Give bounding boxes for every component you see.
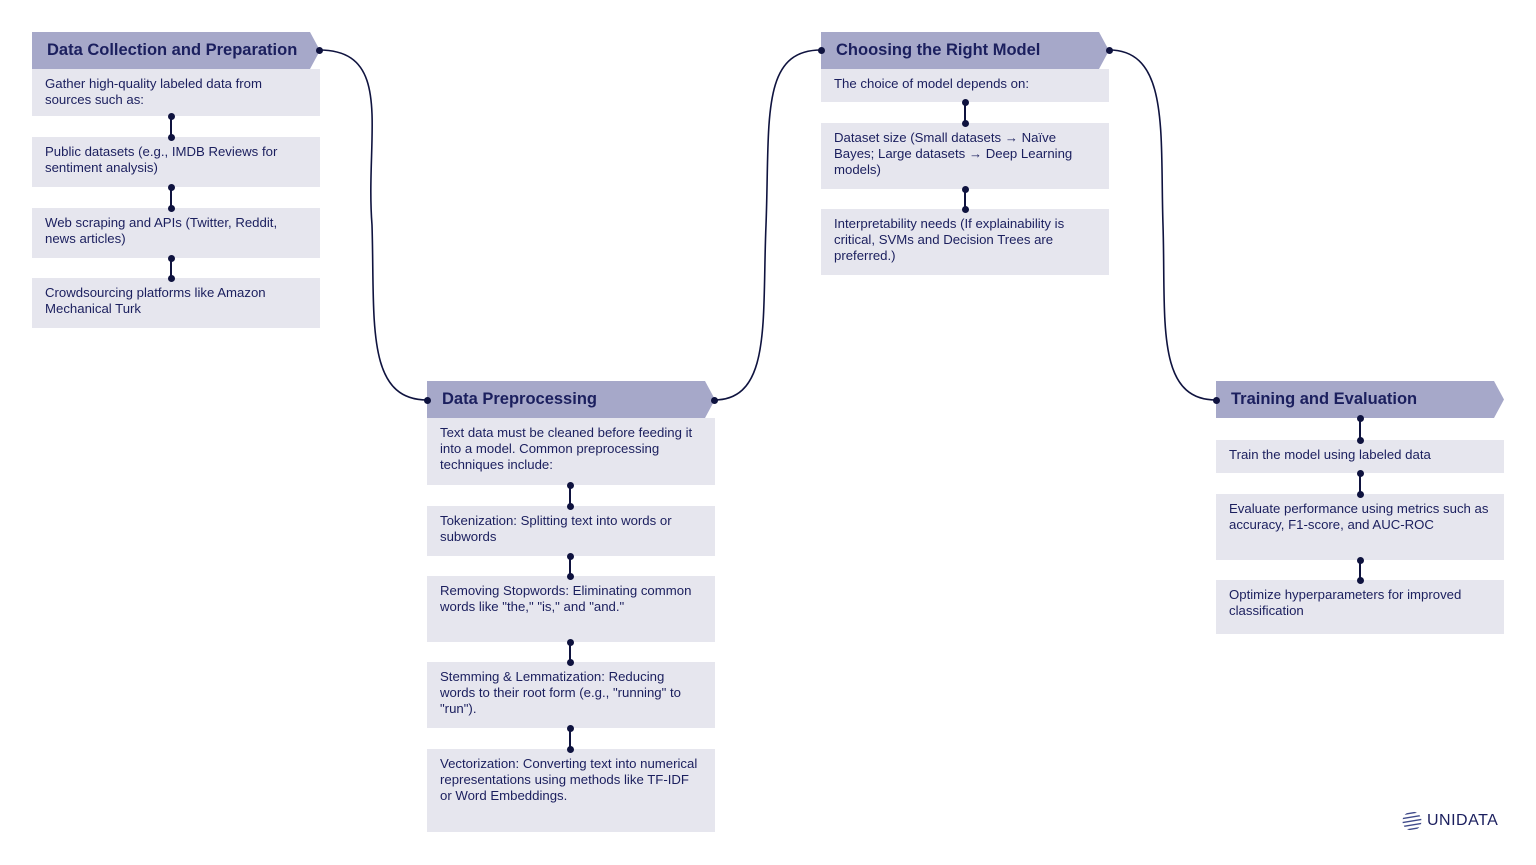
step-box: Train the model using labeled data (1216, 440, 1504, 473)
connector-dot (1356, 469, 1364, 477)
connector-line (1359, 560, 1361, 580)
connector-line (964, 102, 966, 123)
connector-dot (961, 205, 969, 213)
step-box: Crowdsourcing platforms like Amazon Mech… (32, 278, 320, 328)
step-box: Interpretability needs (If explainabilit… (821, 209, 1109, 275)
step-box: Public datasets (e.g., IMDB Reviews for … (32, 137, 320, 187)
step-header-data-preprocessing: Data Preprocessing (427, 381, 715, 418)
connector-dot (1356, 556, 1364, 564)
connector-dot (566, 481, 574, 489)
step-box: Text data must be cleaned before feeding… (427, 418, 715, 485)
curve-endpoint-dot (710, 396, 718, 404)
curve-endpoint-dot (817, 46, 825, 54)
curve-step1-to-step2 (318, 49, 428, 401)
step-header-choosing-model: Choosing the Right Model (821, 32, 1109, 69)
connector-dot (1356, 414, 1364, 422)
unidata-logo: UNIDATA (1402, 811, 1498, 831)
connector-dot (961, 185, 969, 193)
connector-line (569, 485, 571, 506)
globe-stripes-icon (1402, 811, 1422, 831)
connector-dot (566, 502, 574, 510)
connector-dot (167, 133, 175, 141)
connector-line (1359, 473, 1361, 494)
connector-dot (167, 112, 175, 120)
curve-endpoint-dot (423, 396, 431, 404)
step-box: Removing Stopwords: Eliminating common w… (427, 576, 715, 642)
connector-dot (167, 274, 175, 282)
connector-dot (167, 254, 175, 262)
step-header-training-evaluation: Training and Evaluation (1216, 381, 1504, 418)
step-box: Optimize hyperparameters for improved cl… (1216, 580, 1504, 634)
step-box: Vectorization: Converting text into nume… (427, 749, 715, 832)
connector-dot (167, 183, 175, 191)
step-box: Gather high-quality labeled data from so… (32, 69, 320, 116)
connector-dot (167, 204, 175, 212)
curve-endpoint-dot (1105, 46, 1113, 54)
connector-dot (961, 119, 969, 127)
connector-dot (1356, 490, 1364, 498)
step-box: Tokenization: Splitting text into words … (427, 506, 715, 556)
step-box: Dataset size (Small datasets → Naïve Bay… (821, 123, 1109, 189)
curve-endpoint-dot (315, 46, 323, 54)
connector-line (964, 189, 966, 209)
step-header-data-collection: Data Collection and Preparation (32, 32, 320, 69)
step-box: Stemming & Lemmatization: Reducing words… (427, 662, 715, 728)
connector-dot (566, 724, 574, 732)
connector-line (569, 728, 571, 749)
connector-dot (1356, 576, 1364, 584)
connector-dot (566, 552, 574, 560)
connector-dot (566, 745, 574, 753)
connector-line (170, 116, 172, 137)
logo-text: UNIDATA (1427, 812, 1499, 829)
connector-dot (566, 658, 574, 666)
connector-dot (566, 638, 574, 646)
connector-dot (1356, 436, 1364, 444)
connector-dot (961, 98, 969, 106)
step-box: Web scraping and APIs (Twitter, Reddit, … (32, 208, 320, 258)
connector-dot (566, 572, 574, 580)
connector-line (1359, 418, 1361, 440)
curve-step3-to-step4 (1108, 49, 1217, 401)
step-box: Evaluate performance using metrics such … (1216, 494, 1504, 560)
curve-endpoint-dot (1212, 396, 1220, 404)
step-box: The choice of model depends on: (821, 69, 1109, 102)
connector-line (170, 187, 172, 208)
curve-step2-to-step3 (713, 49, 822, 401)
connector-line (170, 258, 172, 278)
connector-line (569, 556, 571, 576)
connector-line (569, 642, 571, 662)
